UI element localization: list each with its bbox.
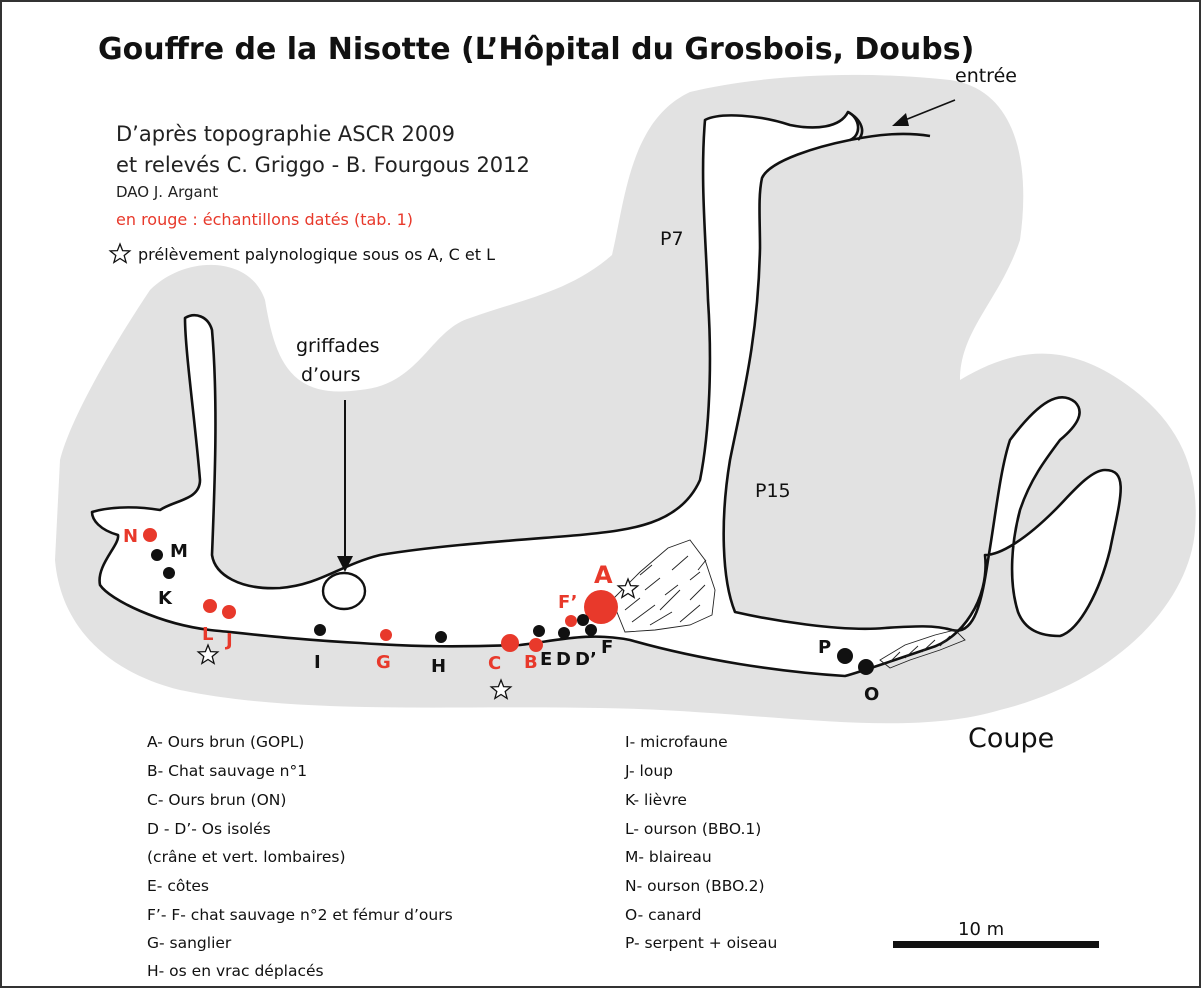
point-F xyxy=(585,624,597,636)
point-I xyxy=(314,624,326,636)
legend-item: H- os en vrac déplacés xyxy=(147,962,324,980)
palynology-note: prélèvement palynologique sous os A, C e… xyxy=(138,245,495,264)
point-O xyxy=(858,659,874,675)
point-label-B: B xyxy=(524,652,538,673)
point-K xyxy=(163,567,175,579)
point-F-prime xyxy=(565,615,577,627)
legend-item: A- Ours brun (GOPL) xyxy=(147,733,304,751)
point-label-O: O xyxy=(864,684,879,705)
point-C xyxy=(501,634,519,652)
entrance-opening xyxy=(849,132,931,142)
legend-right: I- microfaune J- loup K- lièvre L- ourso… xyxy=(624,733,777,952)
legend-item: F’- F- chat sauvage n°2 et fémur d’ours xyxy=(147,906,453,924)
legend-item: P- serpent + oiseau xyxy=(625,934,777,952)
point-P xyxy=(837,648,853,664)
legend-item: O- canard xyxy=(625,906,701,924)
point-G xyxy=(380,629,392,641)
point-label-F-prime: F’ xyxy=(558,592,577,613)
point-label-N: N xyxy=(123,526,138,547)
point-J xyxy=(222,605,236,619)
point-H xyxy=(435,631,447,643)
legend-item: I- microfaune xyxy=(625,733,728,751)
point-label-G: G xyxy=(376,652,391,673)
dated-samples-note: en rouge : échantillons datés (tab. 1) xyxy=(116,210,413,229)
point-label-P: P xyxy=(818,637,831,658)
point-label-A: A xyxy=(594,561,613,589)
claw-marks-label-1: griffades xyxy=(296,335,380,357)
point-B xyxy=(529,638,543,652)
point-label-L: L xyxy=(202,624,213,645)
legend-item: D - D’- Os isolés xyxy=(147,820,271,838)
legend-item: (crâne et vert. lombaires) xyxy=(147,848,346,866)
claw-marks-label-2: d’ours xyxy=(301,364,360,386)
cave-passage xyxy=(90,110,1122,678)
point-M xyxy=(151,549,163,561)
legend-item: C- Ours brun (ON) xyxy=(147,791,286,809)
legend-item: B- Chat sauvage n°1 xyxy=(147,762,307,780)
scale-bar: 10 m xyxy=(893,919,1099,948)
point-label-H: H xyxy=(431,656,446,677)
credit-line-1: D’après topographie ASCR 2009 xyxy=(116,122,455,146)
section-label: Coupe xyxy=(968,723,1054,754)
point-label-J: J xyxy=(224,630,233,651)
figure-title: Gouffre de la Nisotte (L’Hôpital du Gros… xyxy=(98,32,974,67)
claw-marks-hole xyxy=(321,571,367,611)
point-label-D: D xyxy=(556,649,571,670)
point-L xyxy=(203,599,217,613)
legend-item: L- ourson (BBO.1) xyxy=(625,820,761,838)
credit-line-2: et relevés C. Griggo - B. Fourgous 2012 xyxy=(116,153,530,177)
p7-label: P7 xyxy=(660,228,684,250)
point-label-E: E xyxy=(540,649,552,670)
legend-item: M- blaireau xyxy=(625,848,712,866)
rubble-zone-center xyxy=(611,539,716,633)
point-E xyxy=(533,625,545,637)
scale-label: 10 m xyxy=(958,919,1004,940)
sample-points xyxy=(143,528,874,675)
point-label-M: M xyxy=(170,541,188,562)
p15-label: P15 xyxy=(755,480,791,502)
point-label-F: F xyxy=(601,637,613,658)
legend-item: E- côtes xyxy=(147,877,209,895)
point-D-prime xyxy=(577,614,589,626)
point-D xyxy=(558,627,570,639)
point-label-D-prime: D’ xyxy=(575,649,597,670)
point-label-I: I xyxy=(314,652,321,673)
rubble-zone-right xyxy=(879,629,966,669)
point-label-K: K xyxy=(158,588,173,609)
point-label-C: C xyxy=(488,653,501,674)
entrance-label: entrée xyxy=(955,65,1017,87)
legend-item: G- sanglier xyxy=(147,934,232,952)
legend-item: N- ourson (BBO.2) xyxy=(625,877,765,895)
legend-left: A- Ours brun (GOPL) B- Chat sauvage n°1 … xyxy=(147,733,453,980)
legend-item: K- lièvre xyxy=(625,791,687,809)
scale-line xyxy=(893,941,1099,948)
credit-line-3: DAO J. Argant xyxy=(116,183,218,201)
entrance-arrow xyxy=(892,99,956,126)
point-A xyxy=(584,590,618,624)
point-N xyxy=(143,528,157,542)
claw-marks-arrow xyxy=(337,400,353,572)
legend-item: J- loup xyxy=(624,762,673,780)
